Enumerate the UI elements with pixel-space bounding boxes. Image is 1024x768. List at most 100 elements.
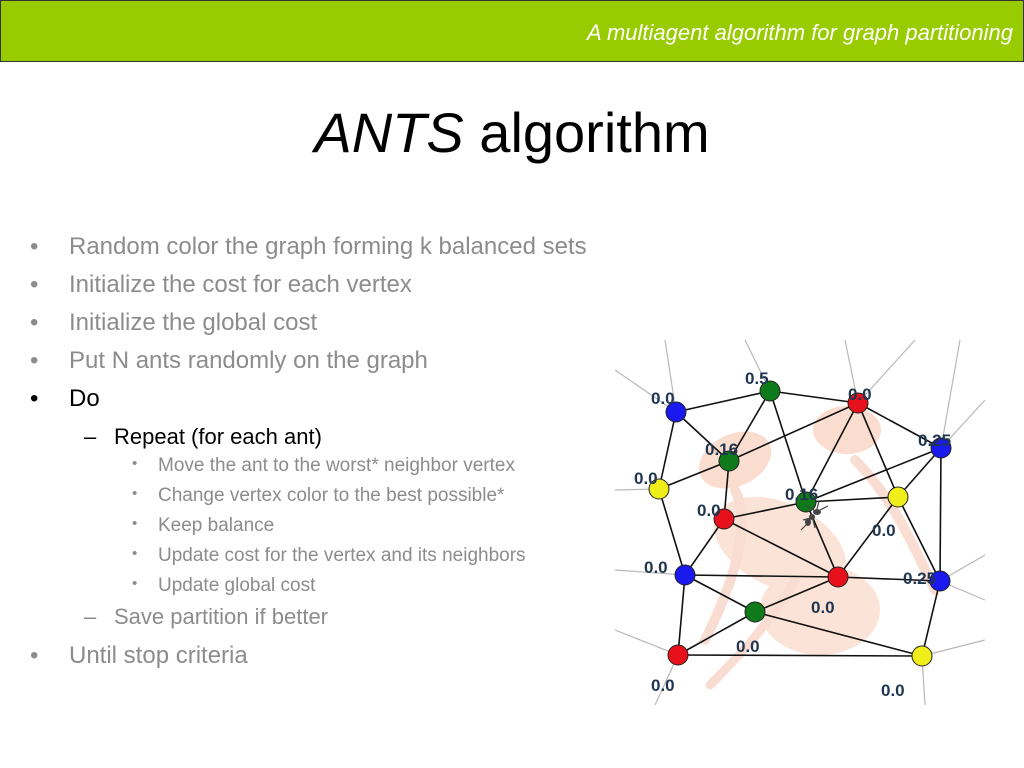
- bullet-text: Repeat (for each ant): [114, 424, 322, 449]
- graph-edge: [921, 580, 941, 657]
- vertex-cost-label: 0.0: [811, 598, 835, 617]
- vertex-cost-label: 0.0: [736, 637, 760, 656]
- bullet-text: Initialize the cost for each vertex: [69, 271, 412, 298]
- vertex-cost-label: 0.0: [848, 385, 872, 404]
- vertex-cost-label: 0.0: [651, 676, 675, 695]
- graph-vertex-green: [795, 491, 817, 513]
- bullet-text: Until stop criteria: [69, 642, 248, 669]
- bullet-text: Random color the graph forming k balance…: [69, 233, 587, 260]
- vertex-cost-label: 0.0: [697, 501, 721, 520]
- ant-illustration: [698, 406, 940, 690]
- bullet-text: Update cost for the vertex and its neigh…: [158, 545, 526, 566]
- graph-edge: [677, 654, 923, 657]
- graph-edge: [857, 402, 899, 498]
- graph-vertex-red: [827, 566, 849, 588]
- bullet-text: Update global cost: [158, 575, 316, 596]
- bullet-text: Move the ant to the worst* neighbor vert…: [158, 455, 515, 476]
- bullet-text: Initialize the global cost: [69, 309, 318, 336]
- outer-edge: [940, 399, 985, 449]
- vertex-cost-label: 0.0: [644, 558, 668, 577]
- slide-title-rest: algorithm: [463, 101, 710, 164]
- bullet-marker: •: [30, 233, 39, 260]
- bullet-marker: •: [132, 455, 138, 472]
- graph-edge: [897, 496, 941, 582]
- graph-vertex-blue: [930, 437, 952, 459]
- bullet-marker: •: [30, 347, 39, 374]
- graph-edge: [805, 496, 899, 503]
- graph-figure: 0.0 0.5 0.0 0.25 0.16 0.0 0.0 0.16 0.0 0.0 0.0 0.25…: [615, 340, 985, 705]
- graph-vertex-blue: [674, 564, 696, 586]
- graph-edge: [754, 576, 839, 613]
- graph-edge: [857, 402, 942, 449]
- outer-edge: [844, 340, 859, 404]
- graph-edge: [677, 574, 686, 656]
- outer-edge: [940, 340, 961, 449]
- bullet-marker: •: [132, 515, 138, 532]
- graph-vertex-blue: [929, 570, 951, 592]
- graph-edge: [723, 501, 807, 520]
- bullet-marker: •: [30, 385, 39, 412]
- bullet-marker: –: [84, 424, 97, 449]
- graph-vertices: [648, 380, 952, 667]
- outer-edge: [615, 569, 686, 576]
- vertex-cost-label: 0.0: [651, 389, 675, 408]
- vertex-cost-label: 0.0: [634, 469, 658, 488]
- graph-edge: [675, 411, 730, 462]
- graph-edge: [675, 390, 771, 413]
- graph-edge: [658, 411, 677, 490]
- outer-edge: [857, 340, 916, 404]
- graph-edges: [658, 390, 942, 657]
- graph-edge: [728, 390, 771, 462]
- bullet-marker: •: [132, 485, 138, 502]
- bullet-text: Save partition if better: [114, 604, 329, 629]
- graph-edge: [939, 447, 942, 582]
- vertex-cost-label: 0.16: [705, 440, 738, 459]
- graph-vertex-red: [667, 644, 689, 666]
- header-title: A multiagent algorithm for graph partiti…: [587, 20, 1013, 45]
- graph-edge: [684, 574, 756, 613]
- outer-edge: [664, 340, 677, 413]
- bullet-marker: •: [132, 575, 138, 592]
- graph-edge: [837, 496, 899, 578]
- vertex-cost-label: 0.0: [881, 681, 905, 700]
- vertex-cost-label: 0.16: [785, 485, 818, 504]
- graph-svg: 0.0 0.5 0.0 0.25 0.16 0.0 0.0 0.16 0.0 0.0 0.0 0.25…: [615, 340, 985, 705]
- slide-title-italic: ANTS: [314, 101, 464, 164]
- graph-edge: [723, 518, 839, 578]
- bullet-text: Keep balance: [158, 515, 275, 536]
- graph-edge: [805, 402, 859, 503]
- slide-title: ANTS algorithm: [0, 100, 1024, 165]
- graph-vertex-yellow: [648, 478, 670, 500]
- bullet-text: Change vertex color to the best possible…: [158, 485, 505, 506]
- vertex-cost-label: 0.0: [872, 521, 896, 540]
- outer-edge: [921, 639, 985, 657]
- outer-edge: [615, 629, 679, 656]
- header-bar: A multiagent algorithm for graph partiti…: [0, 0, 1024, 62]
- bullet-marker: •: [30, 271, 39, 298]
- graph-edge: [658, 488, 686, 576]
- graph-edge: [684, 574, 839, 578]
- bullet-text: Put N ants randomly on the graph: [69, 347, 428, 374]
- vertex-cost-label: 0.25: [903, 569, 936, 588]
- bullet-marker: •: [30, 309, 39, 336]
- graph-vertex-green: [718, 450, 740, 472]
- graph-vertex-yellow: [911, 645, 933, 667]
- bullet-marker: •: [132, 545, 138, 562]
- bullet-marker: •: [30, 642, 39, 669]
- graph-edge: [837, 576, 941, 582]
- graph-vertex-red: [847, 392, 869, 414]
- ant-icon: [800, 500, 829, 531]
- graph-edge: [805, 447, 942, 503]
- graph-vertex-green: [759, 380, 781, 402]
- graph-edge: [658, 460, 730, 490]
- vertex-cost-label: 0.5: [745, 369, 769, 388]
- outer-edge: [615, 369, 677, 413]
- vertex-cost-label: 0.25: [918, 431, 951, 450]
- graph-vertex-red: [713, 508, 735, 530]
- graph-edge: [728, 402, 859, 462]
- graph-edge: [754, 611, 923, 657]
- bullet-text: Do: [69, 385, 100, 412]
- graph-edge: [769, 390, 807, 503]
- graph-edge: [897, 447, 942, 498]
- graph-edge: [769, 390, 859, 404]
